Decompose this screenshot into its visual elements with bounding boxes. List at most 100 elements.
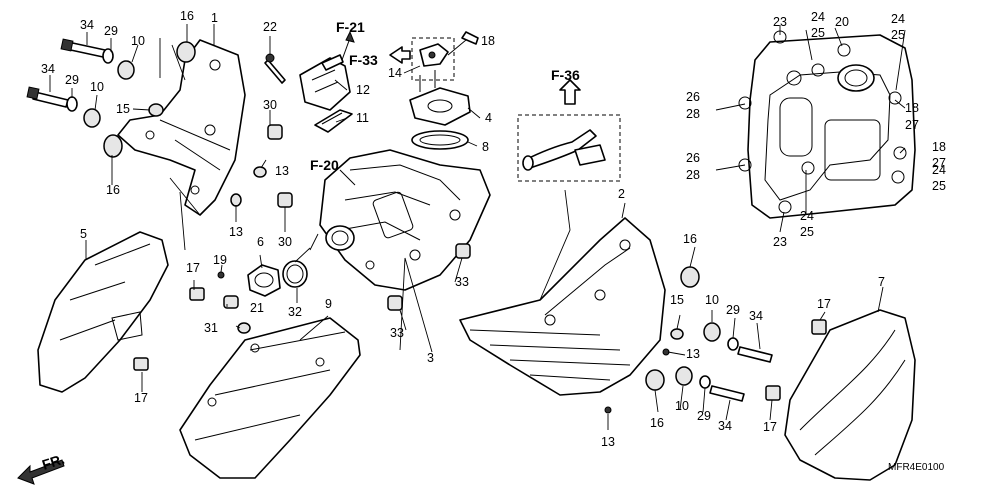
callout: 29: [697, 409, 711, 423]
callout: 13: [275, 164, 289, 178]
callout: 28: [686, 168, 700, 182]
callout: 14: [388, 66, 402, 80]
callout: 23: [773, 235, 787, 249]
callout: 32: [288, 305, 302, 319]
pipe-box: [517, 114, 621, 182]
drawing-code: MFR4E0100: [888, 462, 945, 473]
front-label: FR.: [40, 451, 66, 473]
o-ring-part-32: [282, 260, 308, 288]
dowels-33: [387, 243, 471, 311]
callout: 6: [257, 235, 264, 249]
callout: 10: [90, 80, 104, 94]
callout: 13: [229, 225, 243, 239]
callout: 1: [211, 11, 218, 25]
bracket-part-1: [117, 39, 246, 216]
callout: 10: [675, 399, 689, 413]
callout: 17: [763, 420, 777, 434]
cap-part-6: [247, 264, 281, 297]
callout: 2: [618, 187, 625, 201]
callout: 19: [213, 253, 227, 267]
callout: 26: [686, 90, 700, 104]
callout: 13: [601, 435, 615, 449]
ref-f21: F-21: [336, 19, 365, 35]
cover-part-7: [765, 309, 916, 481]
callout: 31: [204, 321, 218, 335]
callout: 7: [878, 275, 885, 289]
callout: 33: [455, 275, 469, 289]
callout: 11: [356, 111, 369, 125]
callout: 26: [686, 151, 700, 165]
callout: 27: [905, 118, 919, 132]
callout: 29: [104, 24, 118, 38]
callout: 15: [670, 293, 684, 307]
callout: 24: [891, 12, 905, 26]
callout: 24: [932, 163, 946, 177]
callout: 25: [891, 28, 905, 42]
callout: 30: [263, 98, 277, 112]
cover-part-12: [299, 54, 351, 111]
ref-f33: F-33: [349, 52, 378, 68]
ref-arrows: [17, 30, 581, 485]
callout: 16: [683, 232, 697, 246]
callout: 23: [773, 15, 787, 29]
callout: 27: [932, 156, 946, 170]
callout: 18: [481, 34, 495, 48]
cylinder-head: [319, 149, 491, 291]
ref-f36: F-36: [551, 67, 580, 83]
callout: 34: [80, 18, 94, 32]
callout: 24: [811, 10, 825, 24]
callout: 22: [263, 20, 277, 34]
callout: 17: [817, 297, 831, 311]
head-cover-part-2: [459, 217, 666, 396]
cover-part-9: [179, 317, 361, 479]
callout: 33: [390, 326, 404, 340]
callout: 30: [278, 235, 292, 249]
callout: 17: [134, 391, 148, 405]
callout: 8: [482, 140, 489, 154]
callout: 20: [835, 15, 849, 29]
gasket-top-right: [738, 30, 916, 219]
callout: 9: [325, 297, 332, 311]
bolts-left-upper: [60, 38, 196, 80]
housing-part-4: [409, 70, 471, 126]
callout: 21: [250, 301, 264, 315]
callout: 12: [356, 83, 370, 97]
callout: 10: [705, 293, 719, 307]
cover-part-5: [37, 231, 169, 393]
callout: 34: [41, 62, 55, 76]
callout: 18: [905, 101, 919, 115]
callout: 29: [726, 303, 740, 317]
callout-numbers: 34 29 10 16 1 22 18 34 29 10 15 16 12 14…: [41, 9, 946, 449]
grommet-17-a: [189, 287, 205, 301]
callout: 16: [180, 9, 194, 23]
washer-19: [217, 271, 225, 279]
callout: 15: [116, 102, 130, 116]
callout: 4: [485, 111, 492, 125]
callout: 16: [650, 416, 664, 430]
callout: 5: [80, 227, 87, 241]
callout: 25: [800, 225, 814, 239]
callout: 3: [427, 351, 434, 365]
washer-31: [237, 322, 251, 334]
callout: 13: [686, 347, 700, 361]
callout: 10: [131, 34, 145, 48]
callout: 28: [686, 107, 700, 121]
callout: 17: [186, 261, 200, 275]
callout: 29: [65, 73, 79, 87]
callout: 25: [811, 26, 825, 40]
bolts-left-lower: [26, 86, 164, 158]
grommet-17-b: [133, 357, 149, 371]
gasket-part-8: [411, 130, 469, 150]
hardware-right: [604, 266, 773, 414]
ref-f20: F-20: [310, 157, 339, 173]
callout: 34: [749, 309, 763, 323]
callout: 18: [932, 140, 946, 154]
bolt-21: [223, 295, 239, 309]
callout: 25: [932, 179, 946, 193]
callout: 16: [106, 183, 120, 197]
sensor-part-14: [411, 31, 479, 81]
callout: 34: [718, 419, 732, 433]
callout: 24: [800, 209, 814, 223]
gasket-part-11: [314, 109, 353, 133]
